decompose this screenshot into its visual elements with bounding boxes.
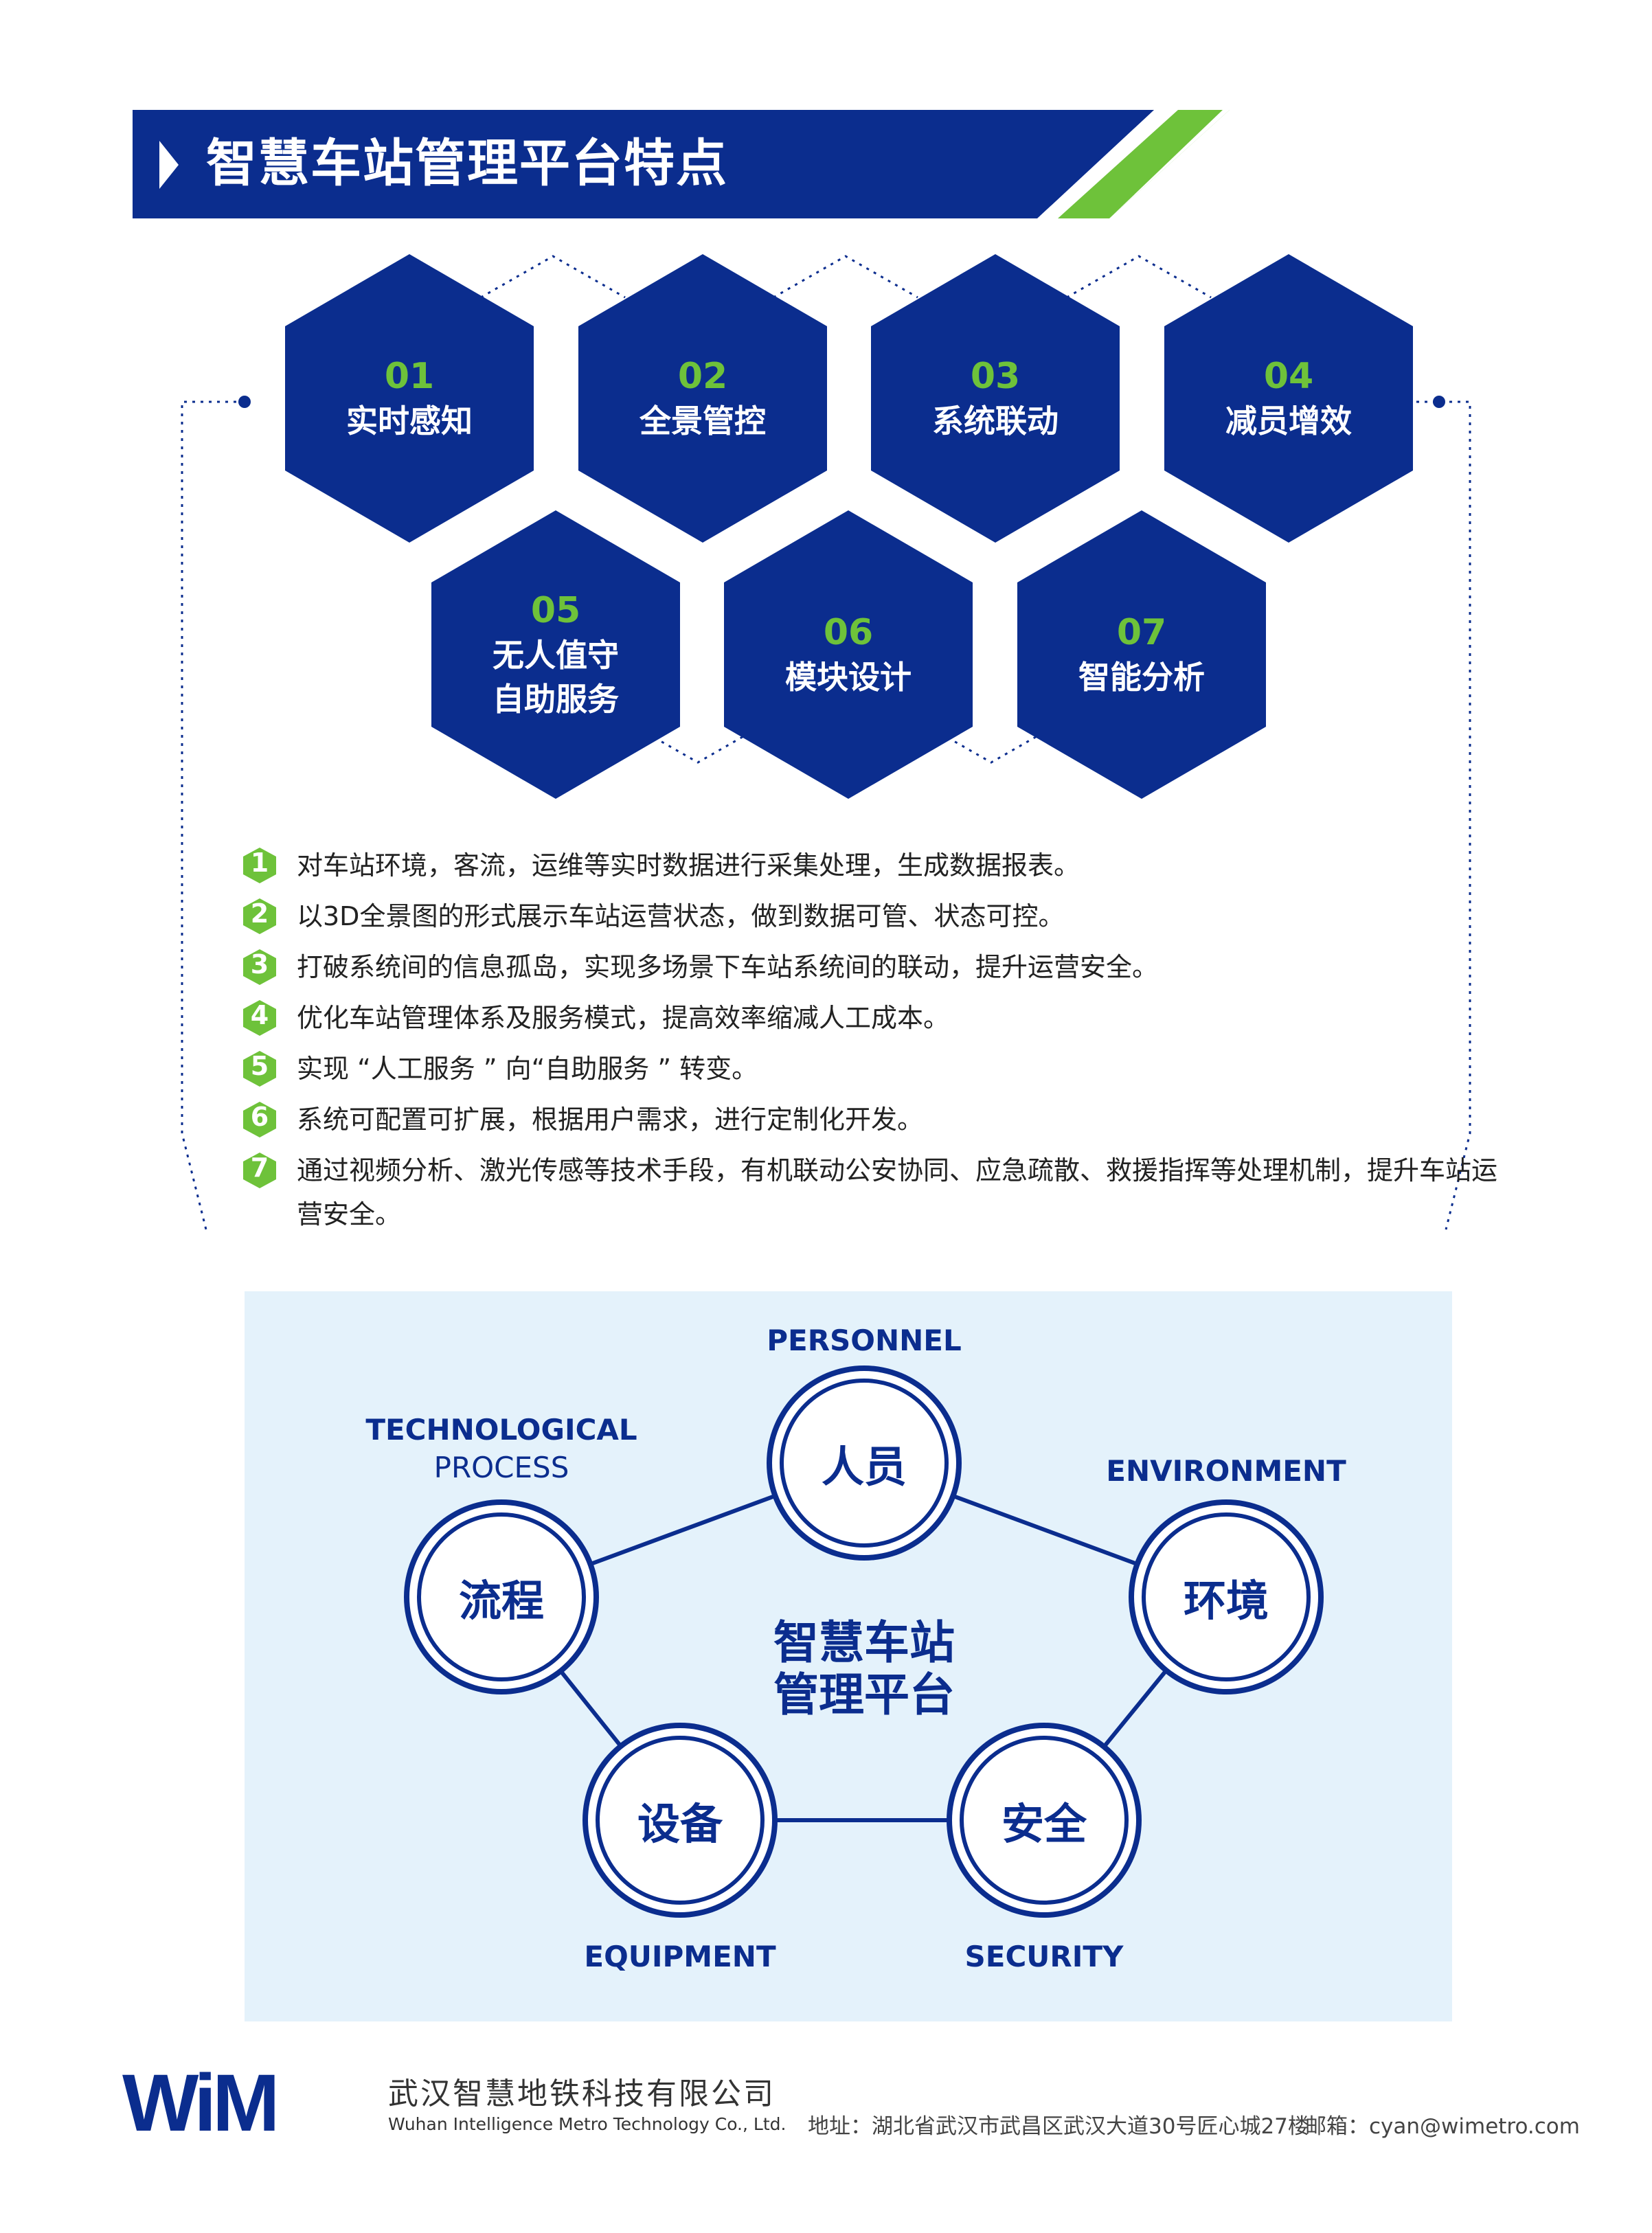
badge-number: 5 <box>250 1051 269 1081</box>
node-process <box>404 1499 599 1694</box>
feature-text: 优化车站管理体系及服务模式，提高效率缩减人工成本。 <box>297 1003 950 1033</box>
number-badge-icon <box>243 898 276 934</box>
hex-number: 07 <box>1116 612 1167 653</box>
number-badge-icon <box>243 848 276 883</box>
hex-number: 01 <box>384 356 435 397</box>
en-label-environment: ENVIRONMENT <box>1106 1454 1346 1488</box>
badge-number: 2 <box>250 898 269 929</box>
feature-text: 系统可配置可扩展，根据用户需求，进行定制化开发。 <box>297 1104 924 1135</box>
en-label-personnel: PERSONNEL <box>767 1324 962 1357</box>
hex-label: 自助服务 <box>493 681 619 718</box>
company-name-cn: 武汉智慧地铁科技有限公司 <box>388 2076 776 2111</box>
hex-dotted-connectors <box>181 255 1471 1230</box>
hex-number: 05 <box>530 590 581 631</box>
hex-number: 02 <box>677 356 728 397</box>
hex-feature-07: 07 智能分析 <box>1017 510 1266 799</box>
list-item: 7 通过视频分析、激光传感等技术手段，有机联动公安协同、应急疏散、救援指挥等处理… <box>240 1148 1497 1243</box>
feature-text: 对车站环境，客流，运维等实时数据进行采集处理，生成数据报表。 <box>297 850 1080 881</box>
number-badge-icon <box>243 1000 276 1036</box>
badge-number: 1 <box>250 848 269 878</box>
hex-label: 减员增效 <box>1225 403 1352 440</box>
number-badge-icon <box>243 1102 276 1137</box>
badge-number: 6 <box>250 1102 269 1132</box>
feature-list: 1 对车站环境，客流，运维等实时数据进行采集处理，生成数据报表。 2 以3D全景… <box>240 843 1497 1243</box>
hex-number: 04 <box>1263 356 1314 397</box>
list-item: 4 优化车站管理体系及服务模式，提高效率缩减人工成本。 <box>240 996 1497 1047</box>
list-item: 5 实现 “人工服务 ” 向“自助服务 ” 转变。 <box>240 1047 1497 1098</box>
hex-feature-03: 03 系统联动 <box>871 254 1120 543</box>
node-environment <box>1129 1499 1324 1694</box>
connector-dot-right <box>1433 396 1445 408</box>
logo-text: WiM <box>122 2067 275 2136</box>
list-item: 6 系统可配置可扩展，根据用户需求，进行定制化开发。 <box>240 1098 1497 1148</box>
page-title: 智慧车站管理平台特点 <box>206 134 728 193</box>
hex-number: 06 <box>823 612 874 653</box>
center-title-line1: 智慧车站 <box>773 1616 955 1669</box>
hex-label: 模块设计 <box>785 659 912 696</box>
list-item: 3 打破系统间的信息孤岛，实现多场景下车站系统间的联动，提升运营安全。 <box>240 945 1497 996</box>
company-email[interactable]: 邮箱：cyan@wimetro.com <box>1305 2114 1580 2139</box>
company-logo: WiM <box>122 2067 280 2136</box>
node-label-process: 流程 <box>458 1576 545 1626</box>
header-banner <box>133 110 1264 218</box>
connector-dot-left <box>238 396 251 408</box>
list-item: 1 对车站环境，客流，运维等实时数据进行采集处理，生成数据报表。 <box>240 843 1497 894</box>
badge-number: 7 <box>250 1153 269 1183</box>
arrow-icon <box>159 141 179 189</box>
feature-text: 打破系统间的信息孤岛，实现多场景下车站系统间的联动，提升运营安全。 <box>297 952 1159 982</box>
hex-feature-04: 04 减员增效 <box>1164 254 1413 543</box>
hex-label: 智能分析 <box>1078 659 1205 696</box>
badge-number: 4 <box>250 1000 269 1030</box>
en-label-equipment: EQUIPMENT <box>584 1940 776 1973</box>
hex-label: 系统联动 <box>932 403 1059 440</box>
feature-text: 以3D全景图的形式展示车站运营状态，做到数据可管、状态可控。 <box>297 901 1065 931</box>
green-stripe <box>1058 110 1230 218</box>
en-label-security: SECURITY <box>964 1940 1124 1973</box>
node-label-personnel: 人员 <box>821 1442 907 1492</box>
number-badge-icon <box>243 949 276 985</box>
pentagon-diagram <box>404 1365 1324 1918</box>
node-label-environment: 环境 <box>1183 1576 1269 1626</box>
hex-label: 无人值守 <box>493 637 619 674</box>
node-label-equipment: 设备 <box>637 1799 723 1849</box>
hex-number: 03 <box>970 356 1021 397</box>
number-badge-icon <box>243 1051 276 1087</box>
number-badge-icon <box>243 1153 276 1188</box>
hex-label: 实时感知 <box>346 403 473 440</box>
en-label-process-line2: PROCESS <box>433 1451 569 1484</box>
company-address: 地址：湖北省武汉市武昌区武汉大道30号匠心城27楼 <box>808 2114 1309 2139</box>
center-title-line2: 管理平台 <box>773 1668 955 1721</box>
hex-label: 全景管控 <box>640 403 766 440</box>
feature-text: 通过视频分析、激光传感等技术手段，有机联动公安协同、应急疏散、救援指挥等处理机制… <box>297 1155 1498 1229</box>
hex-feature-06: 06 模块设计 <box>724 510 973 799</box>
en-label-process-line1: TECHNOLOGICAL <box>365 1413 637 1447</box>
list-item: 2 以3D全景图的形式展示车站运营状态，做到数据可管、状态可控。 <box>240 894 1497 945</box>
node-personnel <box>767 1365 962 1561</box>
center-title: 智慧车站 管理平台 <box>773 1617 955 1721</box>
company-name-en: Wuhan Intelligence Metro Technology Co.,… <box>388 2114 787 2134</box>
node-label-security: 安全 <box>1001 1799 1087 1849</box>
badge-number: 3 <box>250 949 269 979</box>
feature-text: 实现 “人工服务 ” 向“自助服务 ” 转变。 <box>297 1054 758 1084</box>
node-security <box>947 1723 1142 1918</box>
node-equipment <box>582 1723 778 1918</box>
